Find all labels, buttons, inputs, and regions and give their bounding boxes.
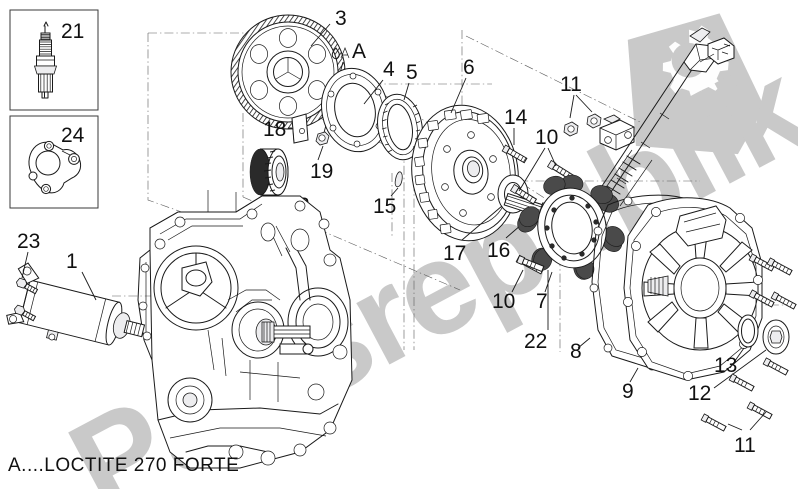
part-starter-motor: 1: [6, 250, 146, 346]
callout-16: 15: [373, 195, 396, 218]
inset-number-24: 24: [61, 124, 85, 147]
part-20-nut: 19: [310, 131, 333, 183]
part-needle-bearing: 5: [377, 61, 423, 161]
callout-4: 4: [383, 58, 395, 81]
callout-10-top: 10: [535, 126, 558, 149]
callout-19: 18: [263, 118, 286, 141]
marker-label-a: A: [352, 40, 366, 63]
callout-17: 16: [487, 239, 510, 262]
mounting-bracket: [28, 140, 82, 195]
loctite-note: A....LOCTITE 270 FORTE: [8, 455, 240, 476]
part-woodruff-key: 15: [373, 171, 403, 218]
callout-10-bottom: 10: [492, 290, 515, 313]
pickup-sensor: [599, 114, 635, 151]
part-starter-idle-gear: 2: [249, 148, 310, 217]
callout-3: 3: [335, 7, 347, 30]
callout-6: 6: [463, 56, 475, 79]
part-flywheel-rotor: 6: [411, 56, 519, 242]
part-15-bolt: 14: [501, 106, 528, 164]
part-7-bolt: 7: [516, 255, 553, 313]
callout-18: 17: [443, 242, 466, 265]
callout-15: 14: [504, 106, 528, 129]
spark-plug: [33, 21, 58, 99]
part-shim-plate: 18: [263, 113, 309, 144]
callout-5: 5: [406, 61, 418, 84]
part-starter-driven-gear: 3: [230, 7, 347, 130]
inset-box-24: 24: [9, 115, 99, 209]
part-12-bolts: 11: [700, 253, 797, 457]
part-flange-plate: 4: [321, 58, 395, 153]
engine-crankcase: [137, 190, 353, 469]
callout-1: 1: [66, 250, 78, 273]
callout-8: 8: [570, 340, 582, 363]
part-11-nuts: 11: [560, 73, 602, 137]
callout-22: 22: [524, 330, 547, 353]
callout-9: 9: [622, 380, 634, 403]
callout-7: 7: [536, 290, 548, 313]
callout-12: 11: [734, 434, 756, 457]
part-stator-assembly: 22: [517, 174, 625, 353]
crankshaft: [231, 301, 314, 359]
callout-11: 11: [560, 73, 582, 96]
callout-23: 23: [17, 230, 40, 253]
callout-13: 12: [688, 382, 711, 405]
part-13-cap-plug: 12: [688, 319, 790, 405]
callout-14: 13: [714, 354, 737, 377]
part-14-o-ring: 13: [714, 314, 759, 377]
part-23-bolts: 23: [14, 230, 40, 322]
callout-20: 19: [310, 160, 333, 183]
inset-number-21: 21: [61, 20, 84, 43]
inset-box-21: 21: [9, 9, 99, 111]
part-right-crankcase-cover: 9: [622, 197, 763, 403]
